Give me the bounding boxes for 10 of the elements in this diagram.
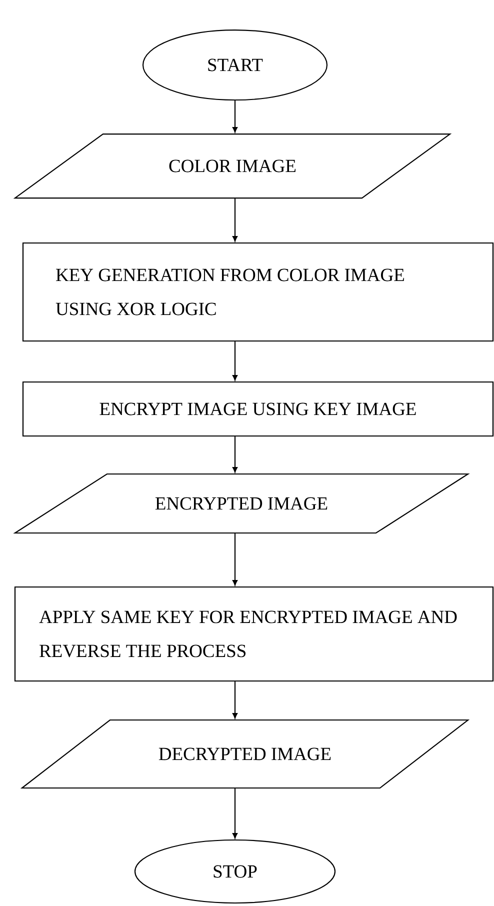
process-box: KEY GENERATION FROM COLOR IMAGE USING XOR LOGIC — [22, 242, 494, 342]
process-box: APPLY SAME KEY FOR ENCRYPTED IMAGE AND REVERSE THE PROCESS — [14, 586, 494, 682]
arrow — [232, 436, 238, 473]
process-box: ENCRYPT IMAGE USING KEY IMAGE — [22, 381, 494, 437]
arrow — [232, 788, 238, 839]
arrow — [232, 100, 238, 133]
arrow — [232, 533, 238, 586]
arrow — [232, 341, 238, 381]
arrow — [232, 681, 238, 719]
arrow — [232, 198, 238, 242]
